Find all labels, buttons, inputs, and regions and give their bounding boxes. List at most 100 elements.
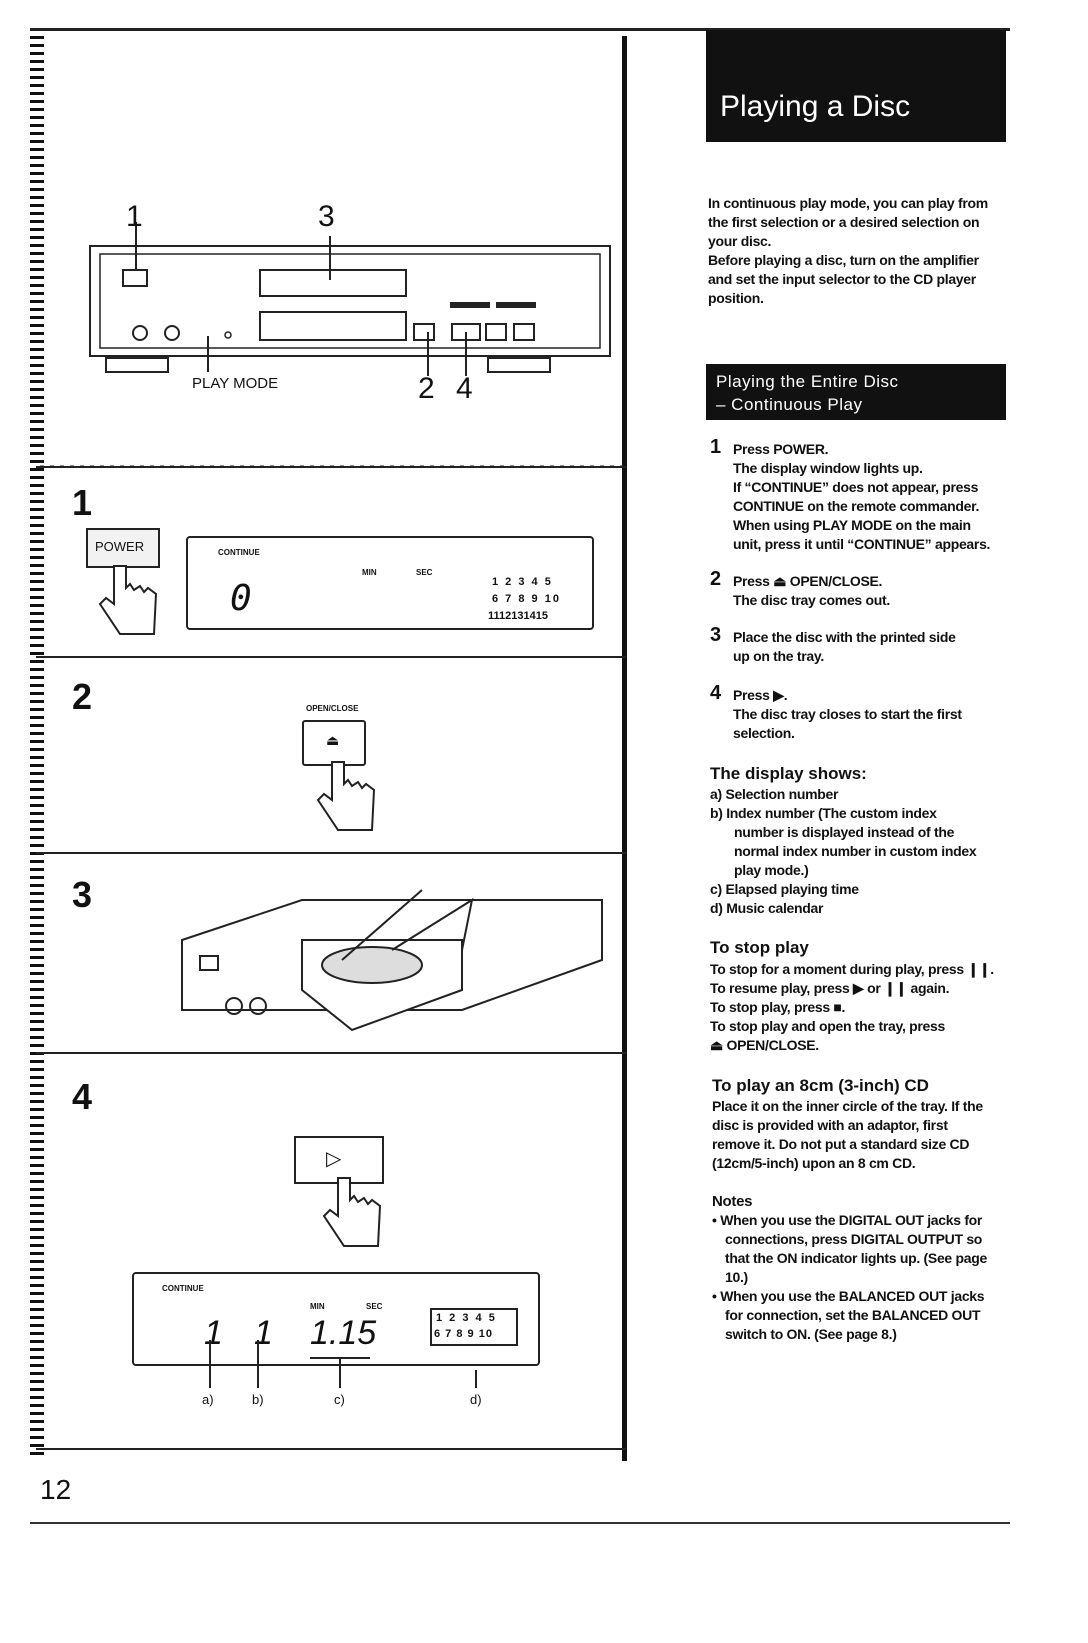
- step-number: 3: [710, 624, 722, 646]
- callout-lines: [209, 1340, 477, 1388]
- note-line: that the ON indicator lights up. (See pa…: [725, 1250, 987, 1266]
- label-c: c): [334, 1392, 345, 1407]
- cd8-text: Place it on the inner circle of the tray…: [712, 1097, 1012, 1173]
- calendar-row-2: 6 7 8 9 10: [434, 1328, 493, 1340]
- cd8-line: (12cm/5-inch) upon an 8 cm CD.: [712, 1155, 916, 1171]
- stop-text: To stop for a moment during play, press …: [710, 960, 1010, 1055]
- play-mode-label: PLAY MODE: [192, 375, 279, 392]
- display-item: c) Elapsed playing time: [710, 880, 1010, 899]
- scan-edge: [30, 36, 44, 1456]
- panel-bottom: [36, 1448, 626, 1450]
- stop-line: To resume play, press ▶ or ❙❙ again.: [710, 980, 950, 996]
- note-line: • When you use the BALANCED OUT jacks: [712, 1288, 985, 1304]
- stop-line: To stop for a moment during play, press …: [710, 961, 994, 977]
- intro-line: the first selection or a desired selecti…: [708, 214, 980, 230]
- page-number: 12: [40, 1474, 72, 1505]
- step-4: Press ▶. The disc tray closes to start t…: [733, 686, 1013, 743]
- step-line: up on the tray.: [733, 648, 824, 664]
- item-key: b): [710, 805, 723, 821]
- item-value: play mode.): [734, 862, 809, 878]
- panel-step-3: 3: [72, 874, 93, 915]
- item-value: number is displayed instead of the: [734, 824, 955, 840]
- display-list: a) Selection number b) Index number (The…: [710, 785, 1010, 918]
- intro-line: your disc.: [708, 233, 772, 249]
- label-b: b): [252, 1392, 264, 1407]
- section-title-line-2: – Continuous Play: [716, 395, 863, 414]
- step-title: Press POWER.: [733, 441, 829, 457]
- note-line: connections, press DIGITAL OUTPUT so: [725, 1231, 983, 1247]
- column-border: [622, 36, 627, 1461]
- cd8-line: disc is provided with an adaptor, first: [712, 1117, 948, 1133]
- label-d: d): [470, 1392, 482, 1407]
- section-title-box: Playing the Entire Disc – Continuous Pla…: [706, 364, 1006, 420]
- panel-step-4: 4: [72, 1076, 93, 1117]
- cd8-line: Place it on the inner circle of the tray…: [712, 1098, 983, 1114]
- item-value: normal index number in custom index: [734, 843, 977, 859]
- cd-player-illustration: [40, 222, 630, 466]
- stop-line: To stop play, press ■.: [710, 999, 846, 1015]
- lcd-continue: CONTINUE: [162, 1284, 204, 1293]
- lcd-sec: SEC: [416, 568, 433, 577]
- panel-separator: [36, 466, 626, 468]
- item-value: Index number (The custom index: [726, 805, 937, 821]
- music-calendar: 1 2 3 4 5 6 7 8 9 10: [430, 1308, 518, 1346]
- display-window-1: CONTINUE MIN SEC 0 1 2 3 4 5 6 7 8 9 10 …: [186, 536, 594, 630]
- item-key: a): [710, 786, 722, 802]
- step-number: 4: [710, 682, 722, 704]
- display-item: a) Selection number: [710, 785, 1010, 804]
- notes-heading: Notes: [712, 1193, 753, 1210]
- lcd-time: 1.15: [310, 1314, 377, 1352]
- hand-icon: [316, 761, 376, 831]
- item-value: Selection number: [725, 786, 839, 802]
- lcd-sec: SEC: [366, 1302, 383, 1311]
- panel-step-1: 1: [72, 482, 93, 523]
- stop-line: ⏏ OPEN/CLOSE.: [710, 1037, 819, 1053]
- step-title: Press ⏏ OPEN/CLOSE.: [733, 573, 883, 589]
- callout-3: 3: [318, 200, 335, 233]
- panel-separator: [36, 656, 626, 658]
- openclose-label: OPEN/CLOSE: [306, 704, 359, 713]
- item-key: c): [710, 881, 722, 897]
- note-line: for connection, set the BALANCED OUT: [725, 1307, 981, 1323]
- lcd-min: MIN: [310, 1302, 325, 1311]
- lcd-continue: CONTINUE: [218, 548, 260, 557]
- note-line: • When you use the DIGITAL OUT jacks for: [712, 1212, 983, 1228]
- step-line: The disc tray closes to start the first: [733, 706, 962, 722]
- display-item: d) Music calendar: [710, 899, 1010, 918]
- step-line: The disc tray comes out.: [733, 592, 890, 608]
- note-line: switch to ON. (See page 8.): [725, 1326, 897, 1342]
- intro-line: In continuous play mode, you can play fr…: [708, 195, 988, 211]
- step-title: Place the disc with the printed side: [733, 629, 956, 645]
- lcd-digit: 0: [230, 578, 252, 619]
- note-line: 10.): [725, 1269, 748, 1285]
- intro-line: Before playing a disc, turn on the ampli…: [708, 252, 979, 268]
- hand-icon: [98, 565, 158, 635]
- bottom-rule: [30, 1522, 1010, 1524]
- item-key: d): [710, 900, 723, 916]
- cd8-heading: To play an 8cm (3-inch) CD: [712, 1076, 929, 1095]
- step-number: 2: [710, 568, 722, 590]
- panel-step-2: 2: [72, 676, 93, 717]
- step-line: selection.: [733, 725, 795, 741]
- calendar-row-1: 1 2 3 4 5: [492, 576, 553, 588]
- section-title-line-1: Playing the Entire Disc: [716, 372, 899, 391]
- step-line: When using PLAY MODE on the main: [733, 517, 971, 533]
- stop-line: To stop play and open the tray, press: [710, 1018, 945, 1034]
- label-a: a): [202, 1392, 214, 1407]
- power-label: POWER: [95, 539, 145, 554]
- step-2: Press ⏏ OPEN/CLOSE. The disc tray comes …: [733, 572, 1013, 610]
- item-value: Elapsed playing time: [725, 881, 859, 897]
- step-line: The display window lights up.: [733, 460, 923, 476]
- item-value: Music calendar: [726, 900, 824, 916]
- display-item: b) Index number (The custom index: [710, 804, 1010, 823]
- display-heading: The display shows:: [710, 764, 867, 783]
- disc-tray-illustration: [181, 889, 603, 1032]
- intro-line: position.: [708, 290, 764, 306]
- page-title: Playing a Disc: [720, 90, 911, 123]
- hand-icon: [322, 1177, 382, 1247]
- step-line: CONTINUE on the remote commander.: [733, 498, 980, 514]
- calendar-row-3: 1112131415: [488, 610, 548, 622]
- lcd-track: 1: [204, 1314, 223, 1352]
- title-box: Playing a Disc: [706, 30, 1006, 142]
- step-line: unit, press it until “CONTINUE” appears.: [733, 536, 991, 552]
